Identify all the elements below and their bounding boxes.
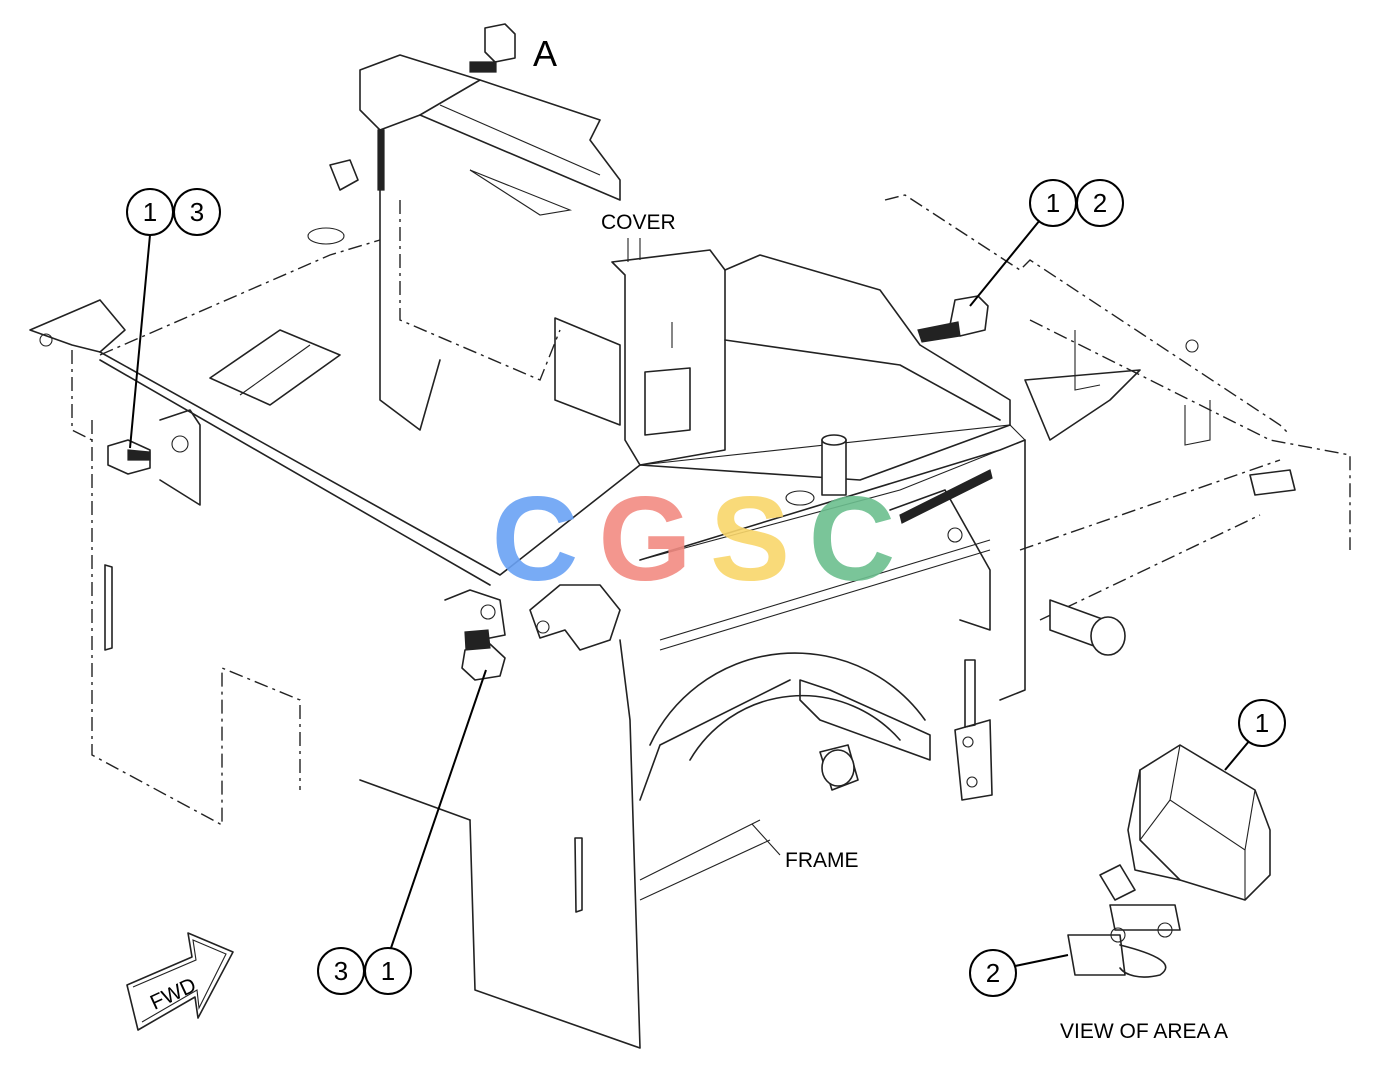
callout-number: 3 (334, 956, 348, 986)
watermark-letter: S (710, 472, 790, 606)
view-area-a-caption: VIEW OF AREA A (1060, 1020, 1228, 1043)
callout-number: 3 (190, 197, 204, 227)
callout-right-top: 1 2 (969, 179, 1124, 307)
callout-view-light: 1 (1224, 699, 1286, 771)
lamp-icon-top (469, 23, 516, 73)
frame-leader (751, 823, 781, 856)
watermark-letter: C (809, 472, 896, 606)
cover-label: COVER (601, 211, 676, 234)
watermark-letter: C (492, 472, 579, 606)
lamp-icon-front (461, 629, 506, 681)
callout-number: 1 (381, 956, 395, 986)
callout-number: 1 (1046, 188, 1060, 218)
view-area-a-detail (1067, 744, 1271, 978)
fwd-arrow: FWD (126, 932, 234, 1031)
callout-view-bracket: 2 (969, 949, 1069, 997)
lamp-icon-left (107, 439, 151, 475)
callout-number: 1 (1255, 708, 1269, 738)
watermark-logo: C G S C (492, 472, 896, 606)
lamp-icon-right (917, 295, 989, 343)
callout-number: 2 (986, 958, 1000, 988)
machine-frame-drawing (29, 54, 1351, 1049)
callout-bottom-center: 3 1 (317, 669, 487, 995)
frame-label: FRAME (785, 849, 859, 872)
callout-number: 2 (1093, 188, 1107, 218)
callout-number: 1 (143, 197, 157, 227)
callout-left-top: 1 3 (126, 188, 221, 449)
area-a-label: A (533, 33, 557, 74)
watermark-letter: G (598, 472, 691, 606)
